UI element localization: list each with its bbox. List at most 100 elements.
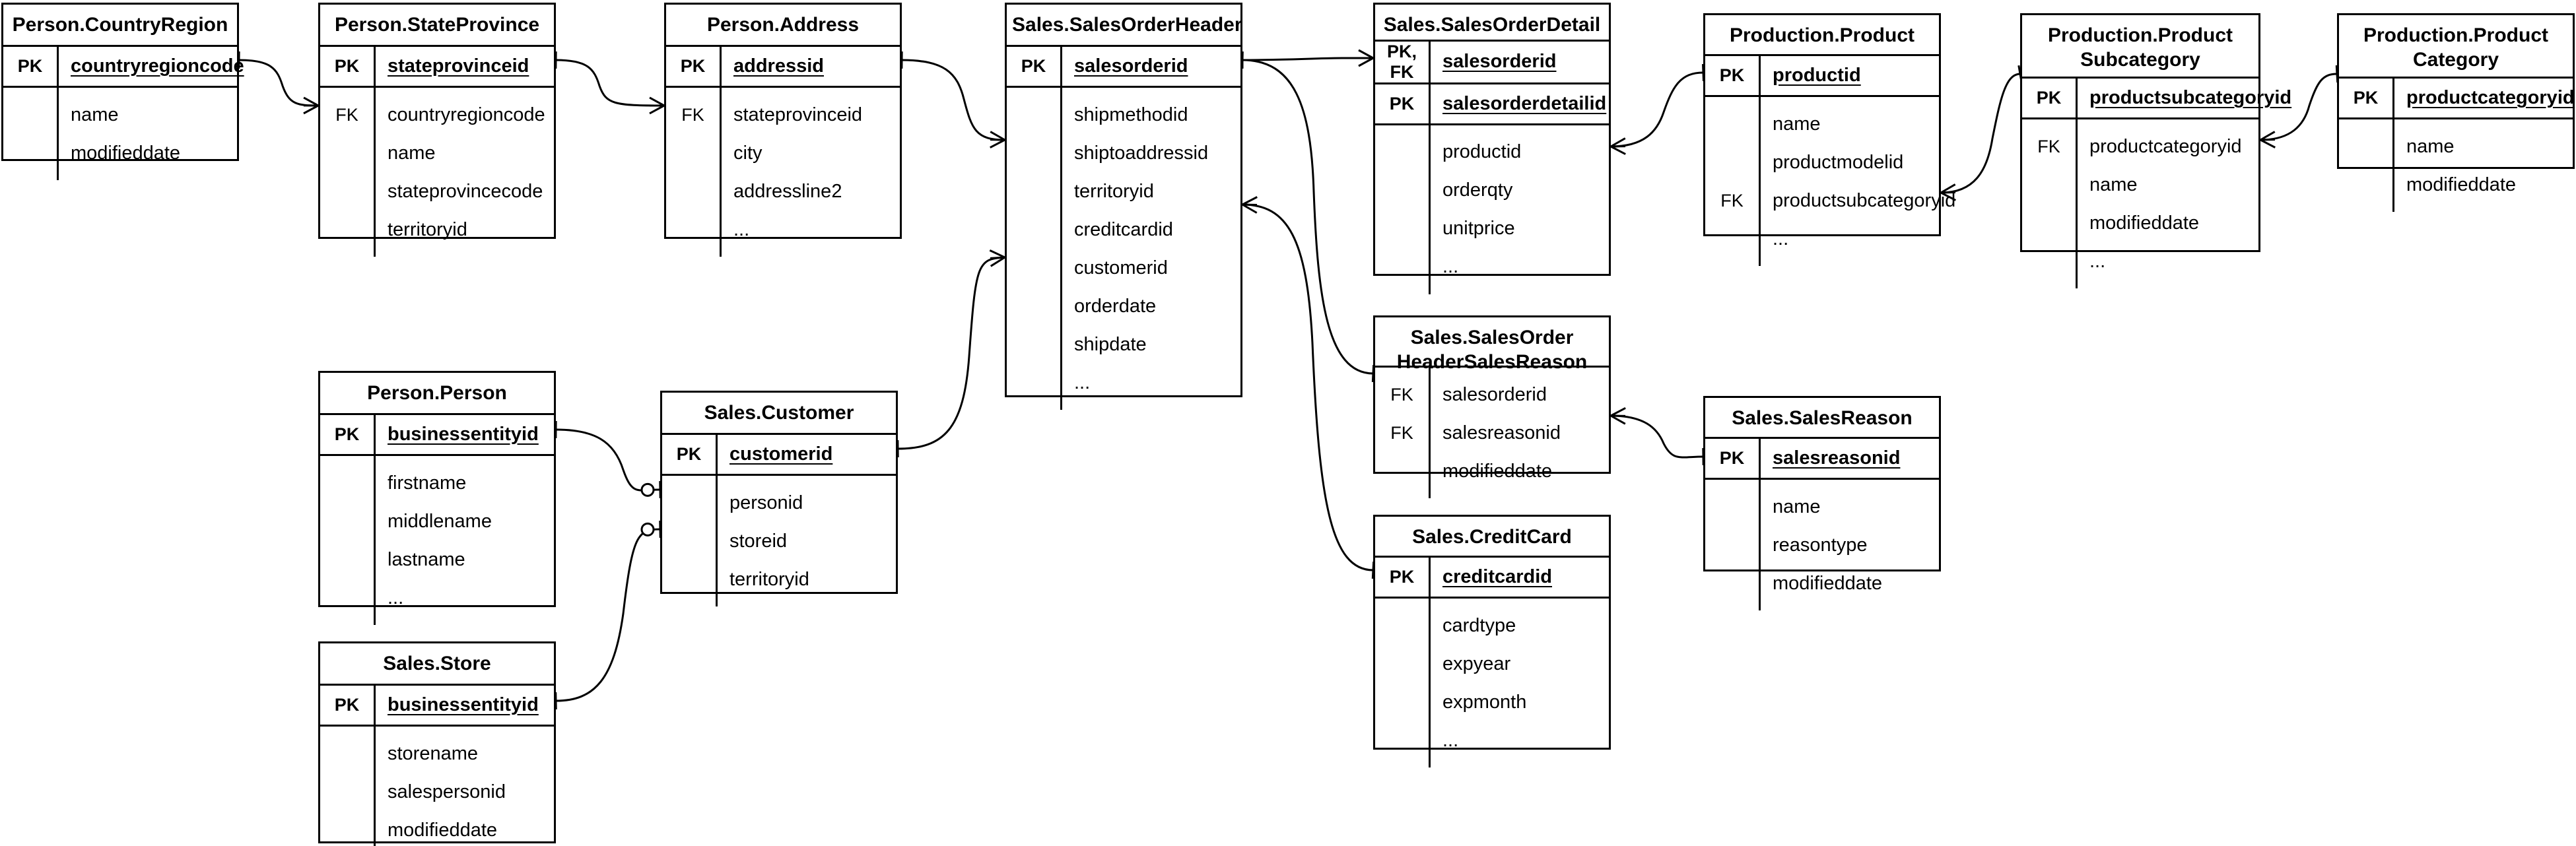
attribute-key-column [320,456,376,625]
relationship-line [1242,57,1373,61]
relationship-line [555,59,665,107]
attribute-key-tag [1007,96,1060,134]
key-field: salesorderid [1431,42,1609,82]
attribute-key-tag [1007,249,1060,287]
cardinality-marker-target [640,520,661,538]
entity-title-salesorderdetail: Sales.SalesOrderDetail [1375,5,1609,42]
attribute-key-tag [1007,287,1060,325]
key-field: creditcardid [1431,558,1609,597]
rel-salesorderheader-creditcard [1242,196,1375,579]
attribute-key-column [1007,88,1062,410]
attribute-key-tag [320,734,374,773]
field-name: salesreasonid [1773,447,1901,469]
rel-salesorderdetail-product [1610,63,1705,155]
key-tag: PK [662,435,718,474]
attribute-name: reasontype [1773,534,1868,556]
key-tag: PK [1705,56,1761,95]
attribute-name: orderdate [1074,295,1157,317]
key-tag: PK [2339,79,2394,117]
attribute-key-tag [1375,606,1429,645]
attribute-name: modifieddate [2406,174,2517,195]
relationship-line [1610,414,1704,459]
attribute-name: territoryid [1074,180,1154,202]
attribute-key-tag [320,540,374,579]
key-tag: PK [1375,84,1431,123]
attribute-name: ... [2089,250,2106,272]
attribute-key-tag [2022,166,2076,204]
attribute-name: city [733,142,763,164]
field-name: stateprovinceid [388,55,529,77]
cardinality-marker-source [1242,196,1258,214]
key-field: countryregioncode [59,47,244,86]
rel-stateprovince-address [555,51,665,115]
attribute-key-tag [3,96,57,134]
entity-title-address: Person.Address [666,5,900,47]
attribute-key-column [662,476,718,606]
attribute-name: shiptoaddressid [1074,142,1209,164]
attribute-name: ... [1442,729,1459,751]
key-tag: PK [320,47,376,86]
key-tag: PK [1375,558,1431,597]
relationship-line [897,256,1005,450]
attribute-name: name [2406,135,2455,157]
cardinality-marker-target [989,249,1005,267]
field-name: productid [1773,65,1861,86]
attribute-name: modifieddate [1442,460,1553,482]
attribute-name: name [2089,174,2138,195]
attribute-name: ... [388,587,404,608]
attribute-name: unitprice [1442,218,1515,240]
entity-title-salesreason: Sales.SalesReason [1705,398,1939,439]
key-tag: PK [666,47,722,86]
key-field: salesorderid [1062,47,1240,86]
attribute-name: salesorderid [1442,383,1547,405]
attribute-key-tag [1705,526,1759,564]
attribute-key-tag: FK [681,104,704,125]
attribute-name: productmodelid [1773,151,1904,173]
key-field: businessentityid [376,686,554,725]
field-name: salesorderdetailid [1442,92,1607,114]
attribute-key-column: FK [666,88,722,257]
relationship-line [238,59,319,107]
cardinality-marker-target [640,480,661,499]
field-name: customerid [729,443,833,465]
attribute-key-tag [1007,134,1060,172]
key-field: stateprovinceid [376,47,554,86]
attribute-key-tag [1375,248,1429,286]
relationship-line [1242,59,1374,375]
entity-title-creditcard: Sales.CreditCard [1375,517,1609,558]
attribute-name: modifieddate [71,142,181,164]
relationship-line [555,528,661,702]
